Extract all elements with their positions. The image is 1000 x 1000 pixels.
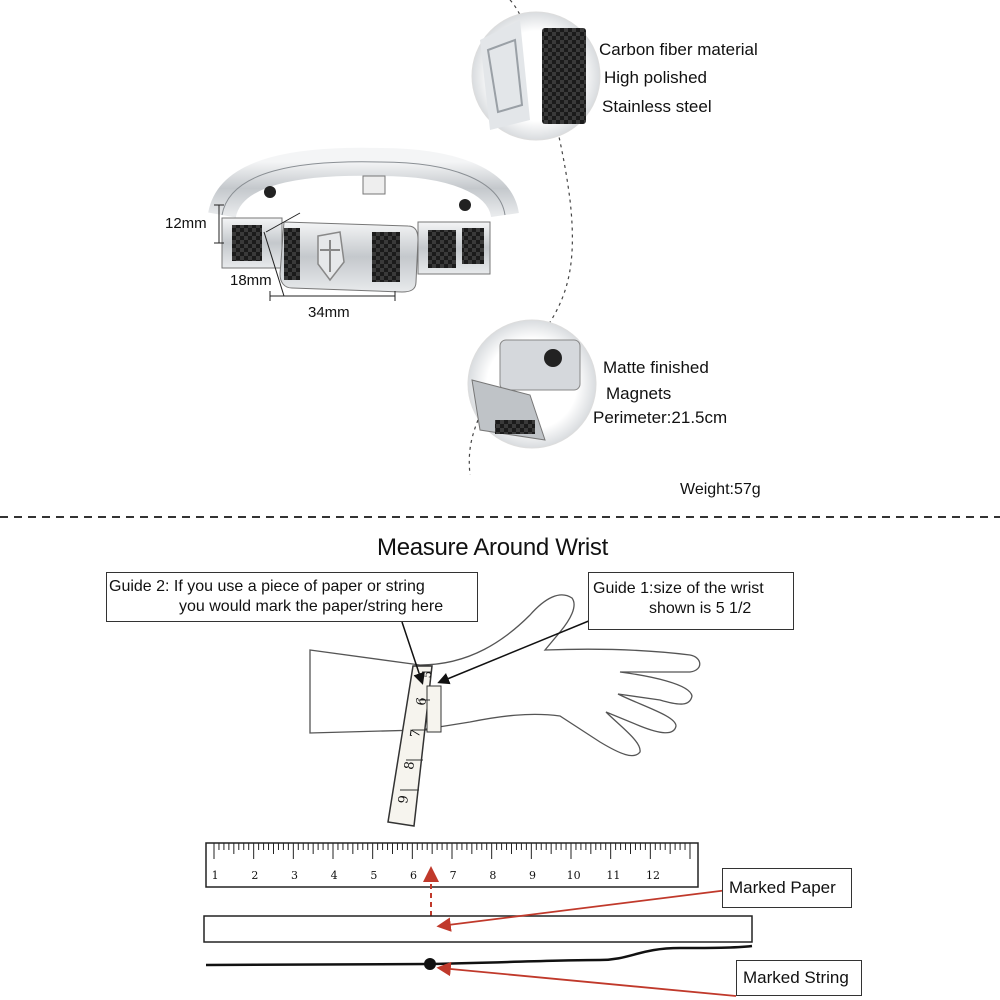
ruler-number: 5 bbox=[370, 869, 378, 882]
ruler-number: 8 bbox=[489, 869, 497, 882]
dim-length: 34mm bbox=[308, 304, 350, 321]
spec-stainless-steel: Stainless steel bbox=[602, 97, 712, 116]
dim-height: 12mm bbox=[165, 215, 207, 232]
detail-bubble-top bbox=[471, 11, 601, 141]
guide-2-line-2: you would mark the paper/string here bbox=[179, 598, 444, 615]
ruler bbox=[205, 842, 699, 888]
guide-1-line-2: shown is 5 1/2 bbox=[649, 600, 752, 617]
ruler-number: 9 bbox=[529, 869, 536, 882]
guide-1-box: Guide 1:size of the wrist shown is 5 1/2 bbox=[588, 572, 794, 630]
paper-strip bbox=[203, 915, 753, 943]
guide-2-line-1: Guide 2: If you use a piece of paper or … bbox=[109, 578, 425, 595]
hand-illustration bbox=[309, 594, 701, 757]
marked-string-box: Marked String bbox=[736, 960, 862, 996]
dotted-connector bbox=[509, 0, 573, 331]
ruler-number: 12 bbox=[646, 869, 660, 882]
guide-1-line-1: Guide 1:size of the wrist bbox=[593, 580, 764, 597]
spec-magnets: Magnets bbox=[606, 384, 672, 403]
tape-measure-wrist bbox=[387, 665, 442, 827]
spec-high-polished: High polished bbox=[604, 68, 708, 87]
weight-label: Weight:57g bbox=[680, 481, 761, 498]
ruler-number: 10 bbox=[566, 869, 581, 882]
measure-title: Measure Around Wrist bbox=[377, 534, 608, 561]
spec-matte-finished: Matte finished bbox=[603, 358, 709, 377]
ruler-number: 6 bbox=[410, 869, 417, 882]
dotted-connector-lower bbox=[468, 419, 479, 476]
ruler-number: 4 bbox=[330, 869, 338, 882]
marked-string-label: Marked String bbox=[743, 968, 849, 987]
bracelet-image bbox=[208, 147, 519, 301]
marked-paper-label: Marked Paper bbox=[729, 878, 836, 897]
ruler-number: 7 bbox=[449, 869, 457, 882]
ruler-number: 1 bbox=[211, 869, 219, 882]
detail-bubble-bottom bbox=[467, 319, 597, 449]
string-line bbox=[205, 944, 753, 967]
marked-paper-box: Marked Paper bbox=[722, 868, 852, 908]
spec-carbon-fiber: Carbon fiber material bbox=[599, 40, 758, 59]
ruler-number: 3 bbox=[291, 869, 298, 882]
ruler-number: 11 bbox=[606, 869, 621, 882]
dim-width: 18mm bbox=[230, 272, 272, 289]
ruler-number: 2 bbox=[251, 869, 259, 882]
spec-perimeter: Perimeter:21.5cm bbox=[593, 408, 728, 427]
guide-2-box: Guide 2: If you use a piece of paper or … bbox=[106, 572, 478, 622]
